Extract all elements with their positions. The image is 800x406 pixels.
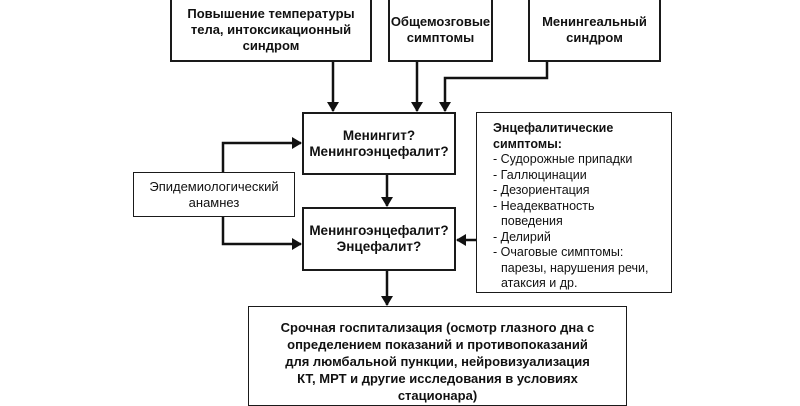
symptom-item: - Делирий	[493, 229, 551, 244]
meningeal-syndrome-label: Менингеальный синдром	[542, 14, 647, 45]
symptom-item: - Галлюцинации	[493, 167, 587, 182]
meningitis-question-box: Менингит? Менингоэнцефалит?	[302, 112, 456, 175]
symptom-item: - Очаговые симптомы:	[493, 245, 624, 259]
encephalitic-symptoms-title: Энцефалитические симптомы:	[493, 121, 614, 151]
cerebral-symptoms-label: Общемозговые симптомы	[390, 14, 491, 45]
arrow-epid-to-q1	[221, 137, 302, 172]
epidemiology-box: Эпидемиологический анамнез	[133, 172, 295, 217]
symptom-item: - Дезориентация	[493, 183, 590, 197]
symptom-item-continuation: парезы, нарушения речи,	[501, 260, 649, 275]
hospitalization-label: Срочная госпитализация (осмотр глазного …	[280, 320, 595, 403]
meningeal-syndrome-box: Менингеальный синдром	[528, 0, 661, 62]
cerebral-symptoms-box: Общемозговые симптомы	[388, 0, 493, 62]
arrow-epid-to-q2	[221, 217, 302, 250]
symptom-item: - Неадекватность	[493, 198, 595, 213]
arrow-mening-to-q1	[439, 62, 549, 112]
encephalitic-symptoms-box: Энцефалитические симптомы: - Судорожные …	[476, 112, 672, 293]
epidemiology-label: Эпидемиологический анамнез	[149, 178, 279, 210]
symptom-item-continuation: атаксия и др.	[501, 276, 578, 290]
temperature-intoxication-box: Повышение температуры тела, интоксикацио…	[170, 0, 372, 62]
symptom-item: - Судорожные припадки	[493, 152, 633, 166]
encephalitis-question-label: Менингоэнцефалит? Энцефалит?	[309, 223, 449, 254]
encephalitis-question-box: Менингоэнцефалит? Энцефалит?	[302, 207, 456, 271]
meningitis-question-label: Менингит? Менингоэнцефалит?	[309, 127, 449, 159]
symptom-item-continuation: поведения	[501, 214, 563, 228]
hospitalization-box: Срочная госпитализация (осмотр глазного …	[248, 306, 627, 406]
temperature-intoxication-label: Повышение температуры тела, интоксикацио…	[187, 6, 355, 53]
